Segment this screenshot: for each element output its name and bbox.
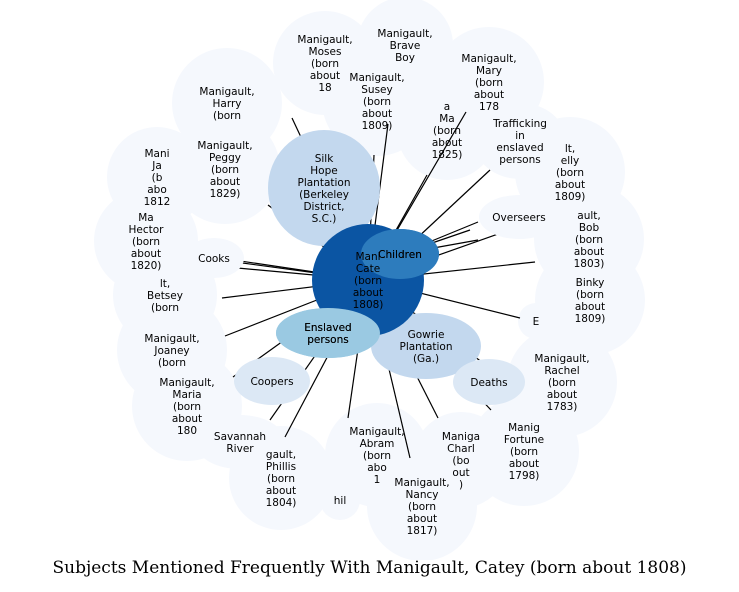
topic-bubble-cooks	[184, 238, 244, 278]
topic-bubble-coopers	[234, 357, 310, 405]
person-bubble-nancy	[367, 451, 477, 560]
topic-bubble-overseers	[479, 195, 559, 239]
topic-bubble-deaths	[453, 359, 525, 405]
person-label-betsey: lt,Betsey(born	[147, 278, 183, 314]
topic-bubble-top-enslaved-persons	[276, 308, 380, 358]
person-label-hil-fragment: hil	[334, 495, 347, 507]
topic-label-overseers: Overseers	[492, 212, 545, 224]
topic-label-coopers: Coopers	[250, 376, 293, 388]
topic-bubble-gowrie	[371, 313, 481, 379]
topic-label-deaths: Deaths	[470, 377, 507, 389]
person-label-harry: Manigault,Harry(born	[199, 86, 254, 122]
topic-bubble-trafficking	[474, 103, 566, 179]
topic-bubble-silk-hope	[268, 130, 380, 246]
topic-bubble-layer	[184, 103, 566, 469]
person-label-e-fragment: E	[533, 316, 540, 328]
topic-bubble-savannah-river	[195, 415, 285, 469]
topic-label-children: Children	[378, 249, 422, 261]
diagram-caption: Subjects Mentioned Frequently With Manig…	[52, 558, 687, 578]
person-label-joaney: Manigault,Joaney(born	[144, 333, 199, 369]
person-bubble-hil-fragment	[320, 480, 360, 520]
person-bubble-ma-1825	[397, 80, 497, 180]
person-bubble-peggy	[170, 114, 280, 224]
topic-label-top-children: Children	[378, 249, 422, 261]
topic-bubble-top-children	[361, 229, 439, 279]
topic-label-cooks: Cooks	[198, 253, 230, 265]
